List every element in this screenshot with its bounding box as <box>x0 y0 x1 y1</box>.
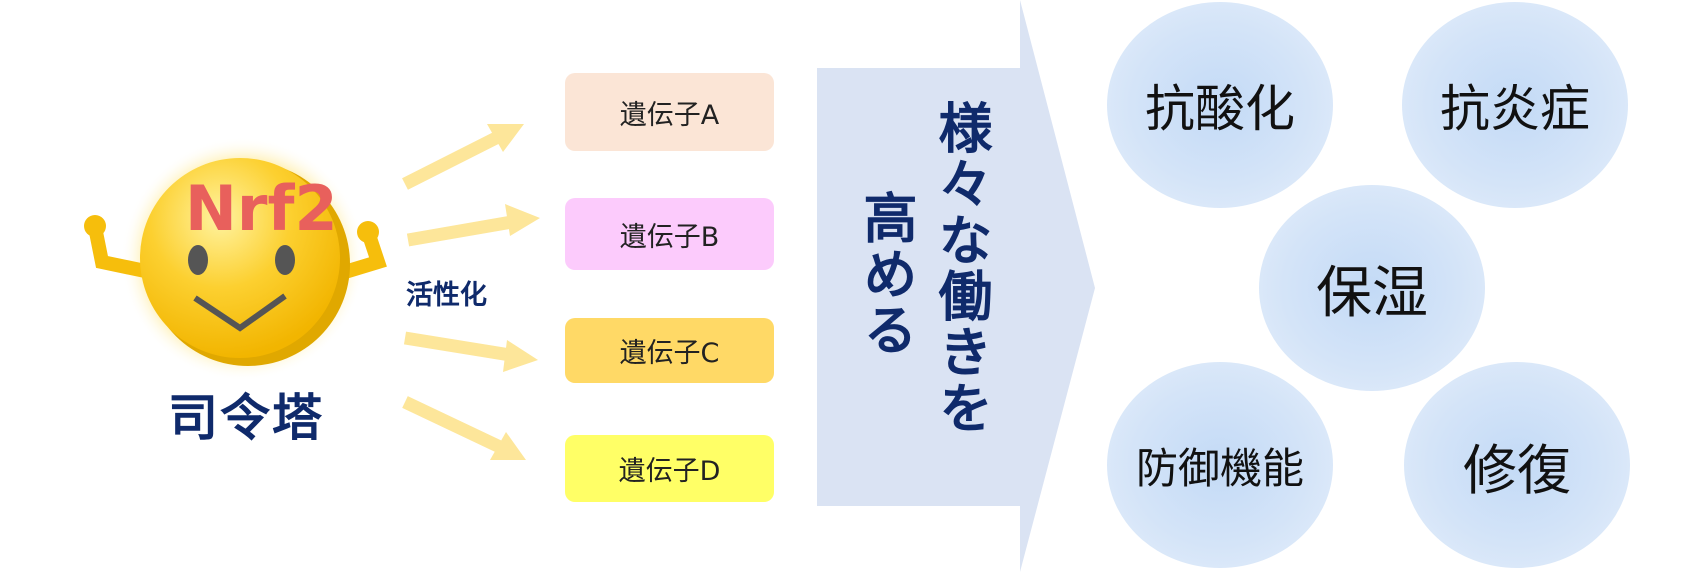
arrow-to-gene-b <box>406 204 540 247</box>
gene-c-box: 遺伝子C <box>565 318 774 383</box>
effect-repair: 修復 <box>1404 362 1630 568</box>
effect-antioxidant: 抗酸化 <box>1107 2 1333 208</box>
arrow-to-gene-a <box>402 124 524 190</box>
activation-label: 活性化 <box>406 280 487 311</box>
big-arrow <box>817 0 1095 572</box>
arrow-text-line1: 様々な働きを <box>929 100 992 436</box>
effect-anti-inflammatory: 抗炎症 <box>1402 2 1628 208</box>
arrow-to-gene-c <box>403 331 538 372</box>
right-hand <box>357 221 379 243</box>
arrow-text-line2: 高める <box>854 190 917 358</box>
arrow-to-gene-d <box>402 396 526 460</box>
nrf2-character <box>84 137 387 381</box>
gene-b-box: 遺伝子B <box>565 198 774 270</box>
effect-defense-function: 防御機能 <box>1107 362 1333 568</box>
effect-moisturizing: 保湿 <box>1259 185 1485 391</box>
face <box>140 158 340 358</box>
left-eye <box>188 245 208 275</box>
nrf2-logo-text: Nrf2 <box>185 172 338 245</box>
left-hand <box>84 215 106 237</box>
smile <box>193 293 287 332</box>
gene-d-box: 遺伝子D <box>565 435 774 502</box>
left-arm <box>88 225 152 279</box>
right-eye <box>275 245 295 275</box>
activation-arrows <box>402 124 540 460</box>
commander-caption: 司令塔 <box>168 389 324 447</box>
gene-a-box: 遺伝子A <box>565 73 774 151</box>
